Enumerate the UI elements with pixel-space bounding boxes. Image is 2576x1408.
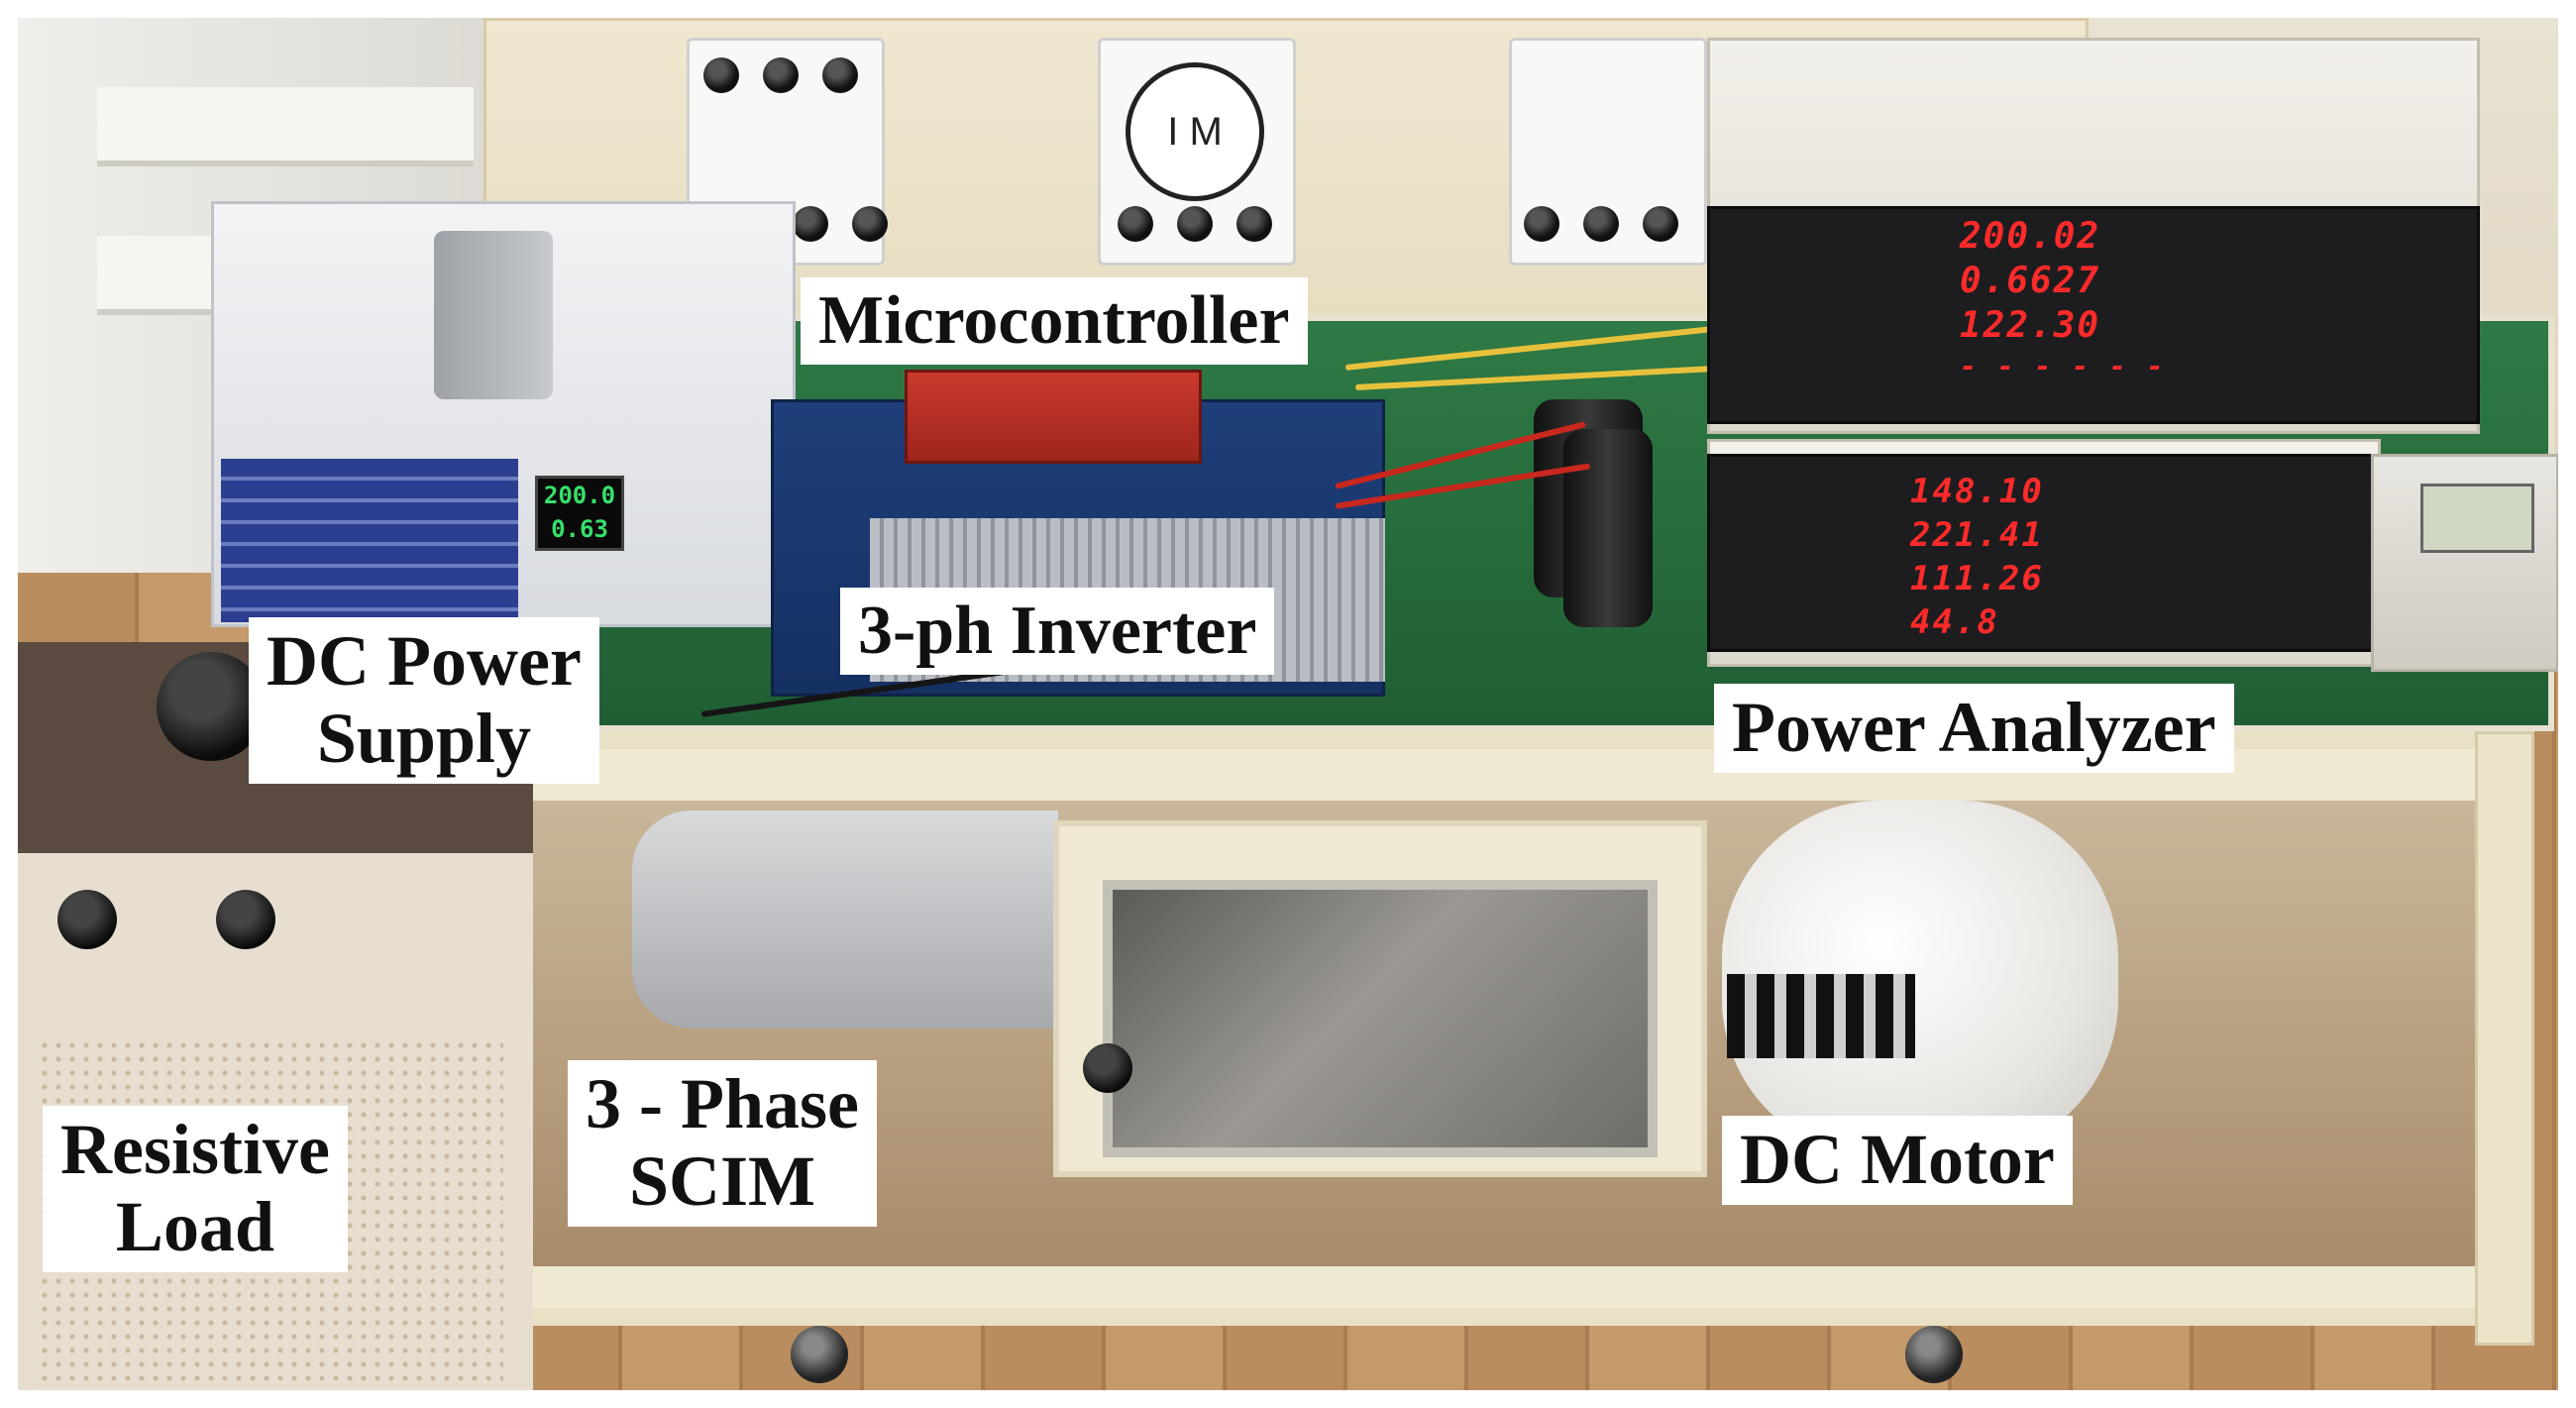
label-dc-motor: DC Motor: [1722, 1116, 2073, 1205]
psu-display: 200.0 0.63: [535, 476, 624, 551]
coupling-window: [1103, 880, 1658, 1157]
analyzer-bottom-reading-3: 111.26: [1910, 559, 2044, 598]
jack-s: [763, 57, 799, 93]
label-inverter: 3-ph Inverter: [840, 588, 1275, 675]
wall-shelf: [97, 87, 474, 166]
dc-motor-terminal-block: [1727, 974, 1915, 1058]
psu-handle: [434, 231, 553, 399]
jack-v: [793, 206, 828, 242]
induction-motor-symbol: I M: [1126, 62, 1264, 201]
psu-current-readout: 0.63: [551, 515, 608, 543]
jack-w: [852, 206, 888, 242]
jack-a: [1643, 206, 1678, 242]
analyzer-bottom-reading-2: 221.41: [1910, 515, 2044, 555]
jack-c: [1524, 206, 1559, 242]
psu-voltage-readout: 200.0: [543, 482, 616, 509]
torque-meter-display: [2420, 484, 2534, 553]
jack-r: [703, 57, 739, 93]
guard-knob: [1083, 1043, 1132, 1093]
analyzer-top-face: [1707, 206, 2480, 424]
psu-front-panel: [221, 459, 518, 622]
analyzer-bottom-face: [1707, 454, 2381, 652]
bench-leg: [2475, 731, 2534, 1346]
jack-w2: [1236, 206, 1272, 242]
label-dc-power-supply: DC Power Supply: [249, 617, 599, 784]
load-knob: [57, 890, 117, 949]
load-knob: [216, 890, 275, 949]
caster-wheel: [1905, 1326, 1963, 1383]
jack-e: [1583, 206, 1619, 242]
dc-link-capacitor: [1563, 429, 1653, 627]
analyzer-top-reading-1: 200.02: [1960, 216, 2101, 257]
load-knob: [157, 652, 266, 761]
jack-u: [1118, 206, 1153, 242]
analyzer-top-reading-4: - - - - - -: [1960, 350, 2166, 382]
jack-v2: [1177, 206, 1213, 242]
analyzer-bottom-reading-1: 148.10: [1910, 472, 2044, 511]
analyzer-top-reading-3: 122.30: [1960, 305, 2101, 346]
label-microcontroller: Microcontroller: [801, 277, 1308, 365]
label-power-analyzer: Power Analyzer: [1714, 684, 2234, 773]
induction-motor-body: [632, 811, 1058, 1029]
caster-wheel: [791, 1326, 848, 1383]
jack-t: [822, 57, 858, 93]
test-bench-photo: I M 200.0 0.63 200.02 0.6627 122.30 - - …: [18, 18, 2558, 1390]
label-resistive-load: Resistive Load: [43, 1106, 348, 1272]
label-scim: 3 - Phase SCIM: [568, 1060, 877, 1227]
analyzer-top-reading-2: 0.6627: [1960, 261, 2101, 301]
analyzer-bottom-reading-4: 44.8: [1910, 602, 1999, 642]
microcontroller-board: [905, 370, 1202, 464]
